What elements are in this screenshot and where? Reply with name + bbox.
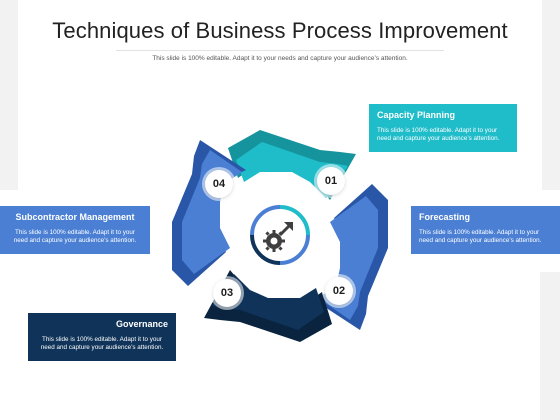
title-divider <box>116 50 444 51</box>
subcontractor-management-text: This slide is 100% editable. Adapt it to… <box>13 229 137 244</box>
forecasting-box: Forecasting This slide is 100% editable.… <box>411 206 560 254</box>
forecasting-title: Forecasting <box>419 212 471 222</box>
capacity-planning-box: Capacity Planning This slide is 100% edi… <box>369 104 517 152</box>
forecasting-text: This slide is 100% editable. Adapt it to… <box>419 229 542 244</box>
step-number-03: 03 <box>213 279 241 307</box>
background-right <box>540 272 560 420</box>
subcontractor-management-title: Subcontractor Management <box>15 212 135 222</box>
governance-box: Governance This slide is 100% editable. … <box>28 313 176 361</box>
slide-title: Techniques of Business Process Improveme… <box>52 18 508 43</box>
governance-text: This slide is 100% editable. Adapt it to… <box>40 336 164 351</box>
governance-title: Governance <box>115 319 168 329</box>
cycle-diagram <box>172 130 388 342</box>
step-number-01: 01 <box>317 167 345 195</box>
capacity-planning-text: This slide is 100% editable. Adapt it to… <box>377 127 500 142</box>
subcontractor-management-box: Subcontractor Management This slide is 1… <box>0 206 150 254</box>
slide-subtitle: This slide is 100% editable. Adapt it to… <box>152 55 408 62</box>
step-number-04: 04 <box>205 170 233 198</box>
step-number-02: 02 <box>325 277 353 305</box>
capacity-planning-title: Capacity Planning <box>377 110 456 120</box>
